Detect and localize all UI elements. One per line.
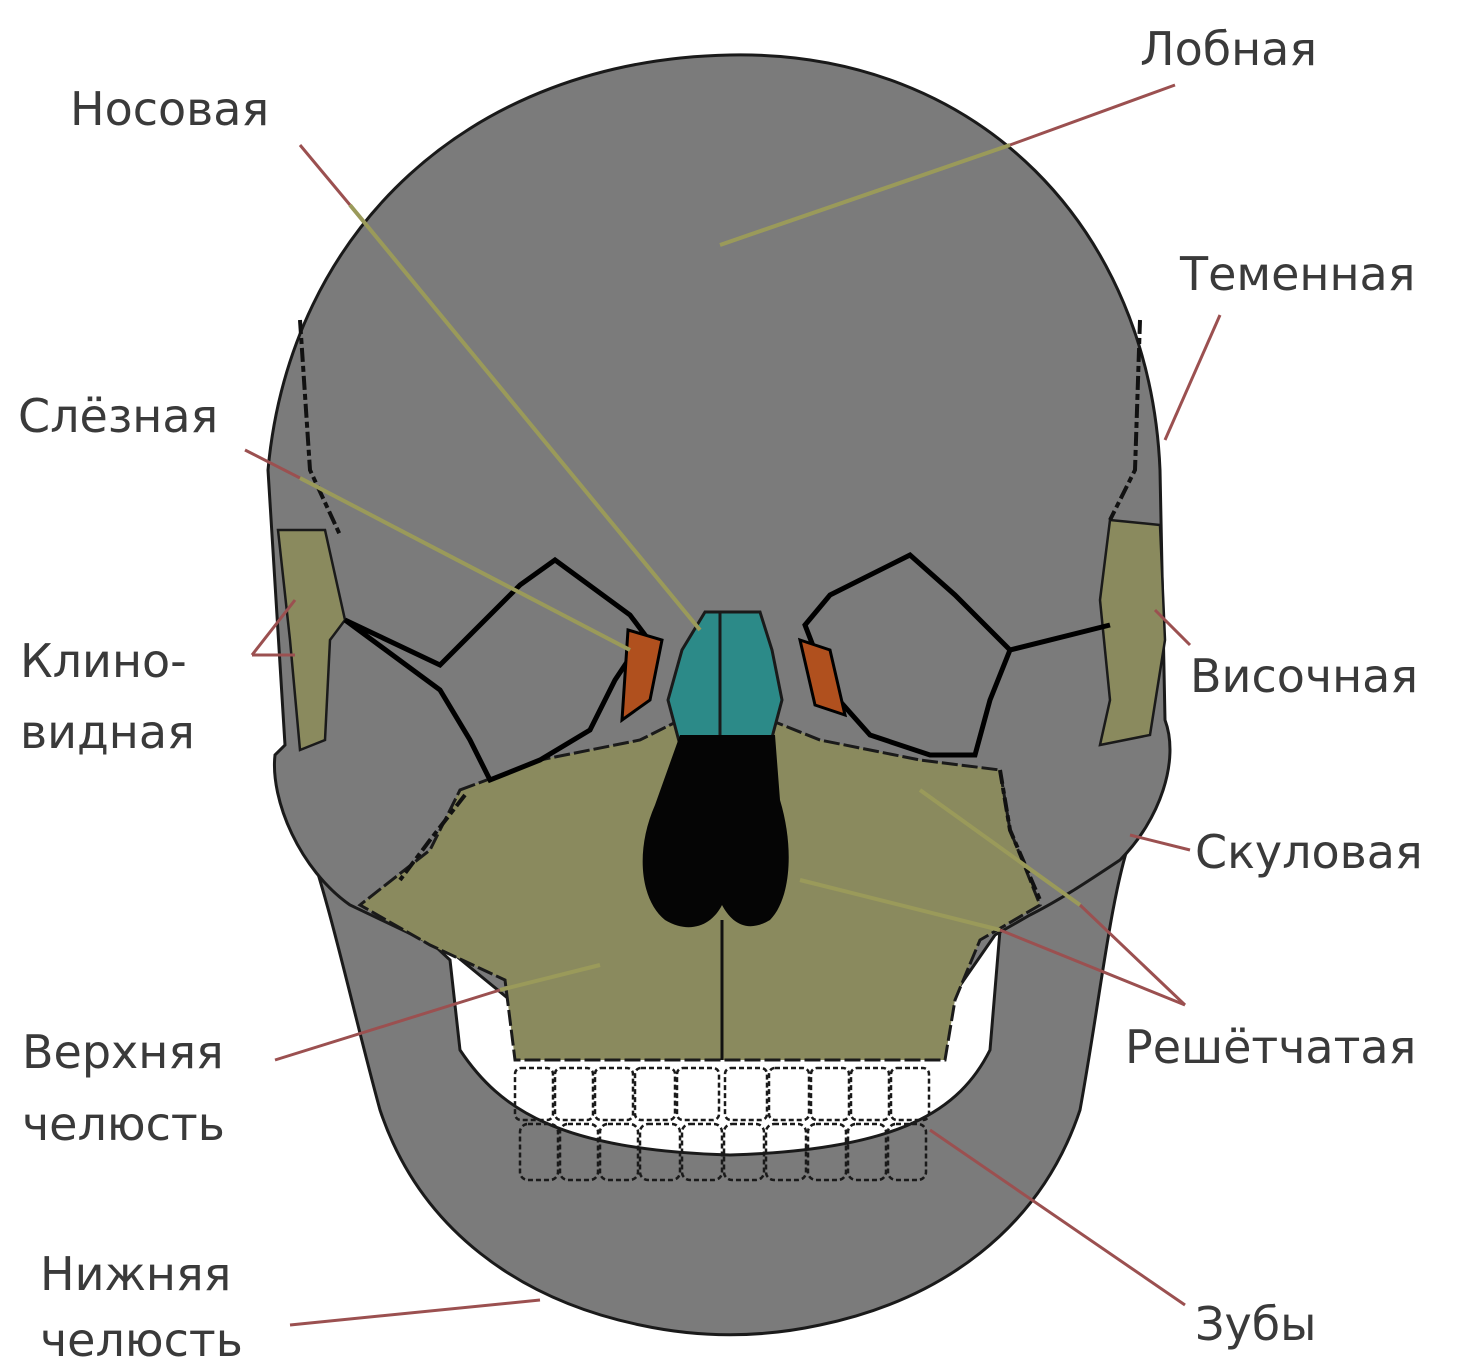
label-mandible-line1: Нижняя: [40, 1247, 231, 1301]
label-lacrimal: Слёзная: [18, 389, 218, 443]
label-parietal: Теменная: [1179, 247, 1415, 301]
label-sphenoid-line1: Клино-: [20, 634, 187, 688]
label-maxilla-line2: челюсть: [22, 1097, 225, 1151]
label-maxilla-line1: Верхняя: [22, 1025, 224, 1079]
label-ethmoid: Решётчатая: [1125, 1020, 1416, 1074]
label-frontal: Лобная: [1140, 22, 1317, 76]
label-mandible-line2: челюсть: [40, 1313, 243, 1366]
leader-parietal: [1165, 315, 1220, 440]
label-zygomatic: Скуловая: [1195, 825, 1423, 879]
skull: [268, 55, 1170, 1335]
label-sphenoid-line2: видная: [20, 705, 195, 759]
leader-nasal: [300, 145, 350, 205]
leader-mandible: [290, 1300, 540, 1325]
leader-zygomatic: [1130, 835, 1190, 850]
upper-teeth: [515, 1068, 929, 1120]
label-temporal: Височная: [1190, 649, 1418, 703]
label-teeth: Зубы: [1195, 1297, 1316, 1351]
leader-frontal: [1010, 85, 1175, 145]
label-nasal: Носовая: [70, 82, 269, 136]
